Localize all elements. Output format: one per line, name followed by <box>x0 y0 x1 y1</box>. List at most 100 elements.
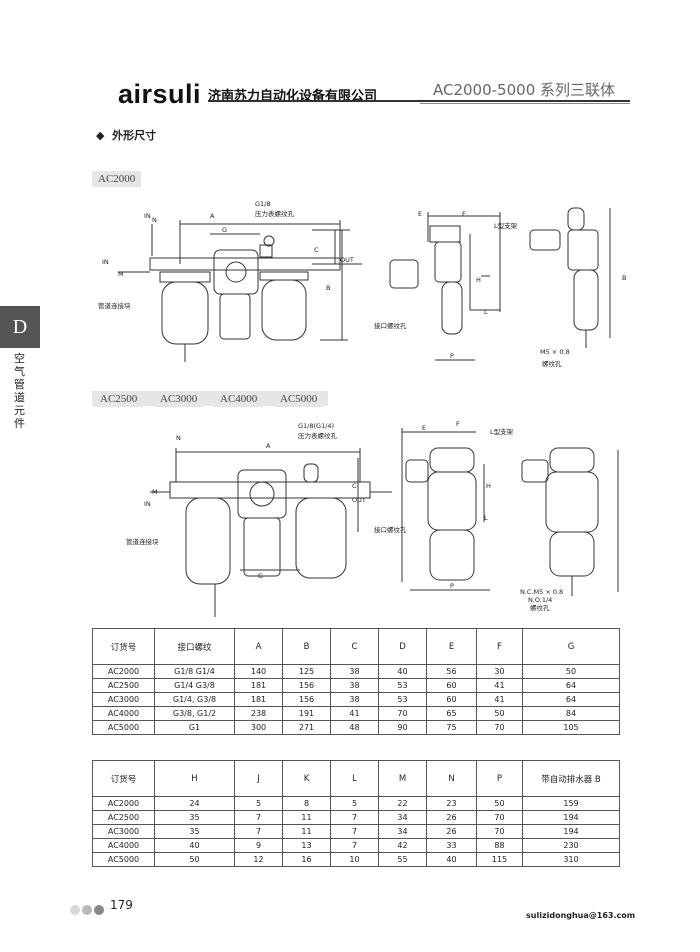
dim-no: N.O.1/4 <box>528 596 552 604</box>
model-tag-bar <box>92 391 328 406</box>
table-cell: 5 <box>330 796 379 811</box>
page-dots <box>70 900 106 919</box>
table-cell: 55 <box>378 852 427 867</box>
dim-bracket: L型支架 <box>494 221 518 230</box>
dim-g: G <box>222 226 227 234</box>
table-cell: 64 <box>522 692 620 707</box>
table-cell: 40 <box>154 838 235 853</box>
table-cell: 191 <box>282 706 331 721</box>
table-cell: 10 <box>330 852 379 867</box>
table-cell: AC2000 <box>92 664 155 679</box>
table-cell: 11 <box>282 810 331 825</box>
table-cell: 12 <box>234 852 283 867</box>
table-cell: 41 <box>330 706 379 721</box>
table-cell: 26 <box>426 810 477 825</box>
table-cell: G3/8, G1/2 <box>154 706 235 721</box>
table-cell: 230 <box>522 838 620 853</box>
table-cell: 41 <box>476 678 523 693</box>
table-cell: 35 <box>154 824 235 839</box>
model-tag-ac5000: AC5000 <box>274 391 324 407</box>
table-cell: 310 <box>522 852 620 867</box>
dim-l: L <box>484 308 488 316</box>
dim-c-b: C <box>352 482 357 490</box>
table-cell: AC2500 <box>92 810 155 825</box>
table-cell: 115 <box>476 852 523 867</box>
table-cell: 26 <box>426 824 477 839</box>
table-header: J <box>234 760 283 797</box>
table-header: E <box>426 628 477 665</box>
dim-thread-b: 螺纹孔 <box>530 603 550 612</box>
footer-email: sulizidonghua@163.com <box>526 911 636 920</box>
model-tag-ac4000: AC4000 <box>214 391 264 407</box>
table-cell: 30 <box>476 664 523 679</box>
table-cell: 60 <box>426 678 477 693</box>
header-rule <box>208 100 630 102</box>
table-cell: 271 <box>282 720 331 735</box>
dim-port-b: 接口螺纹孔 <box>374 525 407 534</box>
table-cell: 75 <box>426 720 477 735</box>
dim-pipe-block: 管道连接块 <box>98 301 131 310</box>
dim-g18: G1/8 <box>255 200 271 208</box>
dim-g-b: G <box>258 572 263 580</box>
dot-icon <box>94 905 104 915</box>
dim-n: N <box>152 216 157 224</box>
table-cell: 50 <box>154 852 235 867</box>
table-cell: 125 <box>282 664 331 679</box>
table-cell: 90 <box>378 720 427 735</box>
diamond-bullet-icon: ◆ <box>96 129 105 142</box>
dim-c: C <box>314 246 319 254</box>
table-cell: 40 <box>378 664 427 679</box>
table-cell: 156 <box>282 692 331 707</box>
table-header: F <box>476 628 523 665</box>
table-cell: 35 <box>154 810 235 825</box>
table-cell: 105 <box>522 720 620 735</box>
regulator-body <box>213 249 259 295</box>
dim-port: 接口螺纹孔 <box>374 321 407 330</box>
table-cell: 53 <box>378 678 427 693</box>
table-cell: AC3000 <box>92 692 155 707</box>
dim-b: B <box>326 284 330 292</box>
dim-m-b: M <box>152 488 158 496</box>
table-cell: 88 <box>476 838 523 853</box>
dot-icon <box>82 905 92 915</box>
table-header: C <box>330 628 379 665</box>
table-cell: 84 <box>522 706 620 721</box>
table-cell: 70 <box>476 720 523 735</box>
page-number: 179 <box>110 898 133 912</box>
brand-logo: airsuli <box>118 79 202 109</box>
table-cell: 159 <box>522 796 620 811</box>
dim-f-b: F <box>456 420 460 428</box>
dim-a-b: A <box>266 442 271 450</box>
table-header: 带自动排水器 B <box>522 760 620 797</box>
dim-b-side: B <box>622 274 626 282</box>
dim-n-b: N <box>176 434 181 442</box>
regulator-bowl <box>219 293 251 340</box>
table-header: H <box>154 760 235 797</box>
table-cell: 140 <box>234 664 283 679</box>
table-cell: 42 <box>378 838 427 853</box>
table-cell: 50 <box>522 664 620 679</box>
table-cell: 38 <box>330 678 379 693</box>
dim-e: E <box>418 210 422 218</box>
table-cell: G1/8 G1/4 <box>154 664 235 679</box>
table-header: 接口螺纹 <box>154 628 235 665</box>
table-cell: AC5000 <box>92 852 155 867</box>
table-cell: 53 <box>378 692 427 707</box>
table-header: K <box>282 760 331 797</box>
table-header: M <box>378 760 427 797</box>
model-tag-ac2500: AC2500 <box>94 391 144 407</box>
table-header-row: 订货号 接口螺纹 A B C D E F G <box>92 628 620 665</box>
dim-f: F <box>462 210 466 218</box>
table-header: 订货号 <box>92 760 155 797</box>
table-cell: 5 <box>234 796 283 811</box>
table-header: N <box>426 760 477 797</box>
dim-in: IN <box>144 212 151 220</box>
table-cell: 11 <box>282 824 331 839</box>
table-cell: 38 <box>330 692 379 707</box>
table-header: L <box>330 760 379 797</box>
dim-bracket-b: L型支架 <box>490 427 514 436</box>
